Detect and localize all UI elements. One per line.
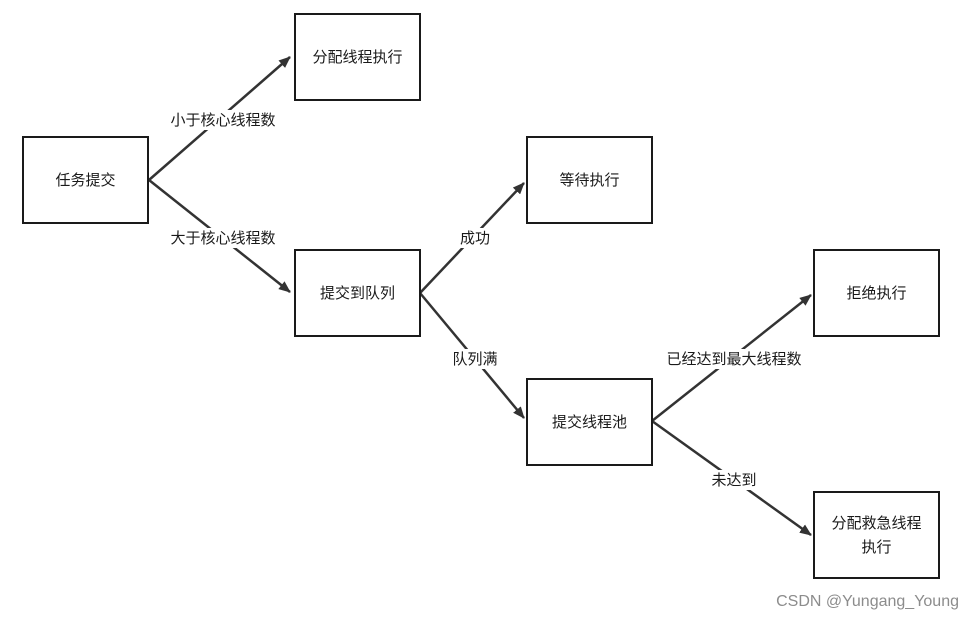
- watermark: CSDN @Yungang_Young: [776, 593, 959, 610]
- edge-label-less-core: 小于核心线程数: [168, 110, 278, 130]
- node-task-submit: 任务提交: [22, 136, 149, 224]
- edge-label-queue-full: 队列满: [450, 349, 500, 369]
- node-wait-exec: 等待执行: [526, 136, 653, 224]
- edge-label-more-core: 大于核心线程数: [168, 228, 278, 248]
- node-submit-pool: 提交线程池: [526, 378, 653, 466]
- edge-label-success: 成功: [457, 228, 493, 248]
- node-submit-queue: 提交到队列: [294, 249, 421, 337]
- edge-label-not-reached: 未达到: [709, 470, 759, 490]
- node-assign-thread: 分配线程执行: [294, 13, 421, 101]
- node-emergency-thread: 分配救急线程执行: [813, 491, 940, 579]
- node-reject-exec: 拒绝执行: [813, 249, 940, 337]
- edge-label-max-reached: 已经达到最大线程数: [664, 349, 804, 369]
